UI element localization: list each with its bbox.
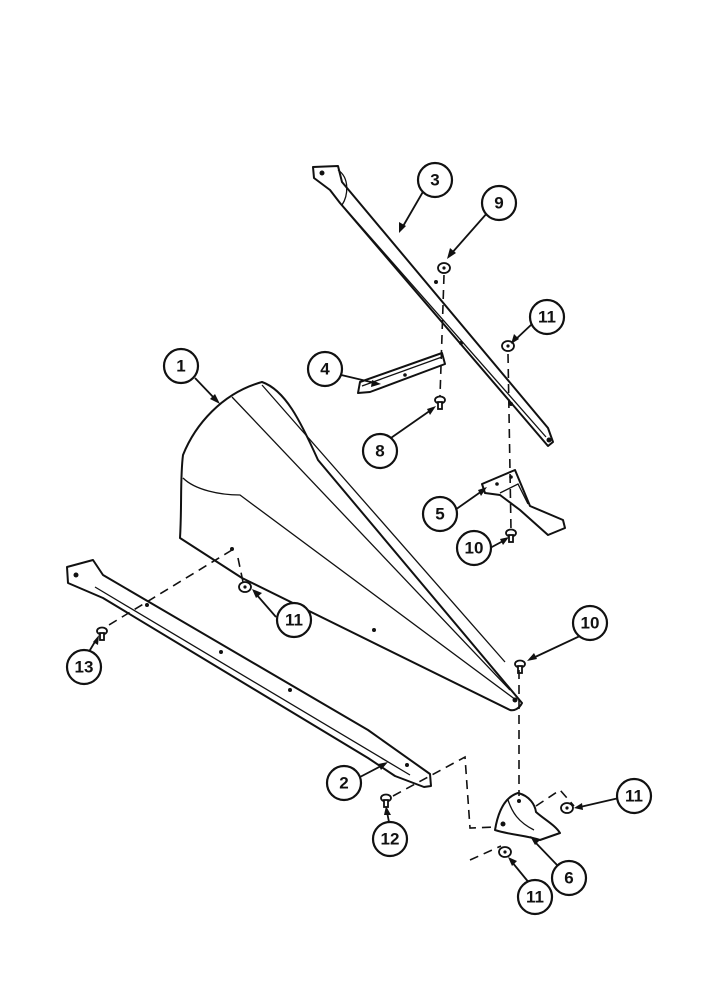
hardware-bolt-12 xyxy=(380,793,392,808)
callout-1-label: 1 xyxy=(176,357,185,376)
callout-10-upper: 10 xyxy=(455,529,493,567)
callout-11-bottom: 11 xyxy=(516,878,554,916)
hardware-nut-11-right xyxy=(560,802,574,814)
callout-13: 13 xyxy=(65,648,103,686)
hardware-nut-11-upper xyxy=(501,340,515,352)
callout-11-upper: 11 xyxy=(528,298,566,336)
callout-2: 2 xyxy=(325,764,363,802)
callout-6: 6 xyxy=(550,859,588,897)
callout-11-upper-label: 11 xyxy=(538,308,556,327)
part-3-upper-rail xyxy=(312,165,554,447)
callout-11-mid: 11 xyxy=(275,601,313,639)
callout-9: 9 xyxy=(480,184,518,222)
callout-3: 3 xyxy=(416,161,454,199)
callout-3-label: 3 xyxy=(430,171,439,190)
callout-11-right-label: 11 xyxy=(625,787,643,806)
callout-11-bottom-label: 11 xyxy=(526,888,544,907)
callout-9-label: 9 xyxy=(494,194,503,213)
hardware-bolt-10-lower xyxy=(514,659,526,674)
hardware-bolt-8 xyxy=(434,395,446,410)
hardware-bolt-13 xyxy=(96,626,108,641)
callout-4-label: 4 xyxy=(320,360,330,379)
part-1-cone-cover xyxy=(179,381,523,712)
assembly-lines xyxy=(103,274,575,861)
callout-5-label: 5 xyxy=(435,505,444,524)
callout-5: 5 xyxy=(421,495,459,533)
callout-10-upper-label: 10 xyxy=(465,539,484,558)
callout-6-label: 6 xyxy=(564,869,573,888)
part-5-bracket xyxy=(481,469,566,536)
callout-2-label: 2 xyxy=(339,774,348,793)
callout-1: 1 xyxy=(162,347,200,385)
callout-11-right: 11 xyxy=(615,777,653,815)
part-4-strip xyxy=(357,352,446,394)
hardware-nut-11-bottom xyxy=(498,846,512,858)
callout-10-lower: 10 xyxy=(571,604,609,642)
hardware-bolt-10-upper xyxy=(505,528,517,543)
callout-11-mid-label: 11 xyxy=(285,611,303,630)
callout-4: 4 xyxy=(306,350,344,388)
callout-8: 8 xyxy=(361,432,399,470)
callout-12: 12 xyxy=(371,820,409,858)
hardware-nut-11-mid xyxy=(238,581,252,593)
part-2-lower-rail xyxy=(66,559,432,788)
callout-10-lower-label: 10 xyxy=(581,614,600,633)
callout-12-label: 12 xyxy=(381,830,400,849)
hardware-nut-9 xyxy=(437,262,451,274)
callout-13-label: 13 xyxy=(75,658,94,677)
callout-8-label: 8 xyxy=(375,442,384,461)
part-6-bracket xyxy=(494,792,561,841)
